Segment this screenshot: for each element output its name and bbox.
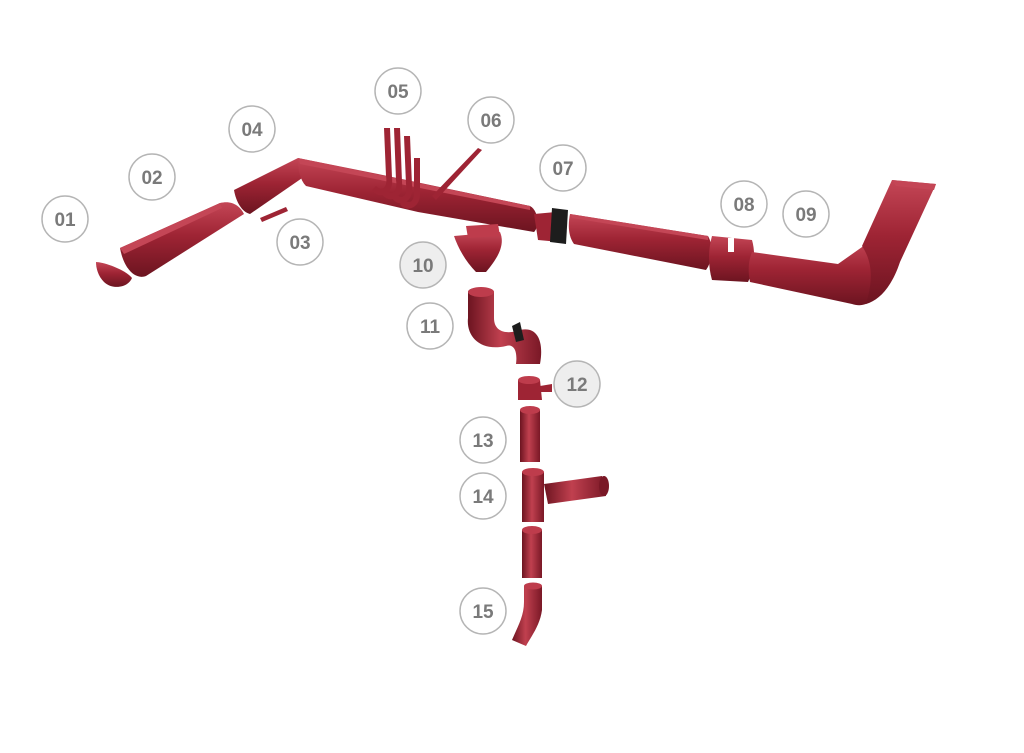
svg-text:14: 14 — [472, 487, 494, 508]
svg-text:06: 06 — [480, 111, 501, 132]
gutter-parts — [96, 128, 936, 306]
svg-text:02: 02 — [141, 168, 162, 189]
part-elbow-socket — [468, 287, 494, 297]
part-hanger — [432, 148, 482, 200]
part-elbow-seal — [512, 322, 524, 342]
callout-07: 07 — [539, 144, 587, 192]
callout-14: 14 — [459, 472, 507, 520]
callout-02: 02 — [128, 153, 176, 201]
callout-11: 11 — [406, 302, 454, 350]
callout-04: 04 — [228, 105, 276, 153]
svg-text:12: 12 — [566, 375, 587, 396]
callout-01: 01 — [41, 195, 89, 243]
part-outlet — [512, 586, 542, 646]
callout-13: 13 — [459, 416, 507, 464]
part-gutter-rising — [862, 180, 936, 304]
part-gutter-right-rim — [570, 214, 708, 240]
part-brackets — [372, 128, 420, 209]
callout-08: 08 — [720, 180, 768, 228]
part-gutter-connector — [709, 236, 755, 282]
downpipe-parts — [467, 287, 609, 646]
callout-09: 09 — [782, 190, 830, 238]
part-gutter-rising-inner — [892, 180, 936, 190]
svg-text:03: 03 — [289, 233, 310, 254]
callout-06: 06 — [467, 96, 515, 144]
part-gutter-left — [120, 202, 244, 277]
part-end-cap — [96, 262, 132, 287]
svg-text:13: 13 — [472, 431, 493, 452]
part-internal-corner — [748, 240, 880, 306]
part-pipe-clamp — [518, 380, 542, 400]
part-funnel — [454, 232, 502, 272]
callouts: 01 02 03 04 05 06 07 08 09 10 11 — [41, 67, 830, 635]
part-tee — [522, 472, 544, 522]
part-joint-seal — [550, 208, 568, 244]
part-gutter-left-rim — [120, 203, 222, 254]
svg-text:10: 10 — [412, 256, 433, 277]
callout-03: 03 — [276, 218, 324, 266]
part-funnel-top — [466, 224, 500, 238]
svg-text:04: 04 — [241, 120, 263, 141]
svg-text:09: 09 — [795, 205, 816, 226]
part-connector-slot — [728, 238, 734, 252]
svg-text:08: 08 — [733, 195, 754, 216]
part-connector — [260, 207, 288, 222]
part-elbow — [467, 287, 542, 364]
svg-text:01: 01 — [54, 210, 76, 231]
svg-text:05: 05 — [387, 82, 409, 103]
part-gutter-right — [568, 214, 712, 270]
callout-12: 12 — [553, 360, 601, 408]
part-pipe-upper — [520, 410, 540, 462]
callout-05: 05 — [374, 67, 422, 115]
svg-text:07: 07 — [552, 159, 573, 180]
part-pipe-lower — [522, 530, 542, 578]
part-clamp-screw — [540, 384, 552, 392]
part-tee-branch — [544, 476, 606, 504]
part-external-corner — [234, 158, 308, 214]
svg-text:15: 15 — [472, 602, 494, 623]
callout-10: 10 — [399, 241, 447, 289]
callout-15: 15 — [459, 587, 507, 635]
svg-text:11: 11 — [420, 317, 441, 338]
